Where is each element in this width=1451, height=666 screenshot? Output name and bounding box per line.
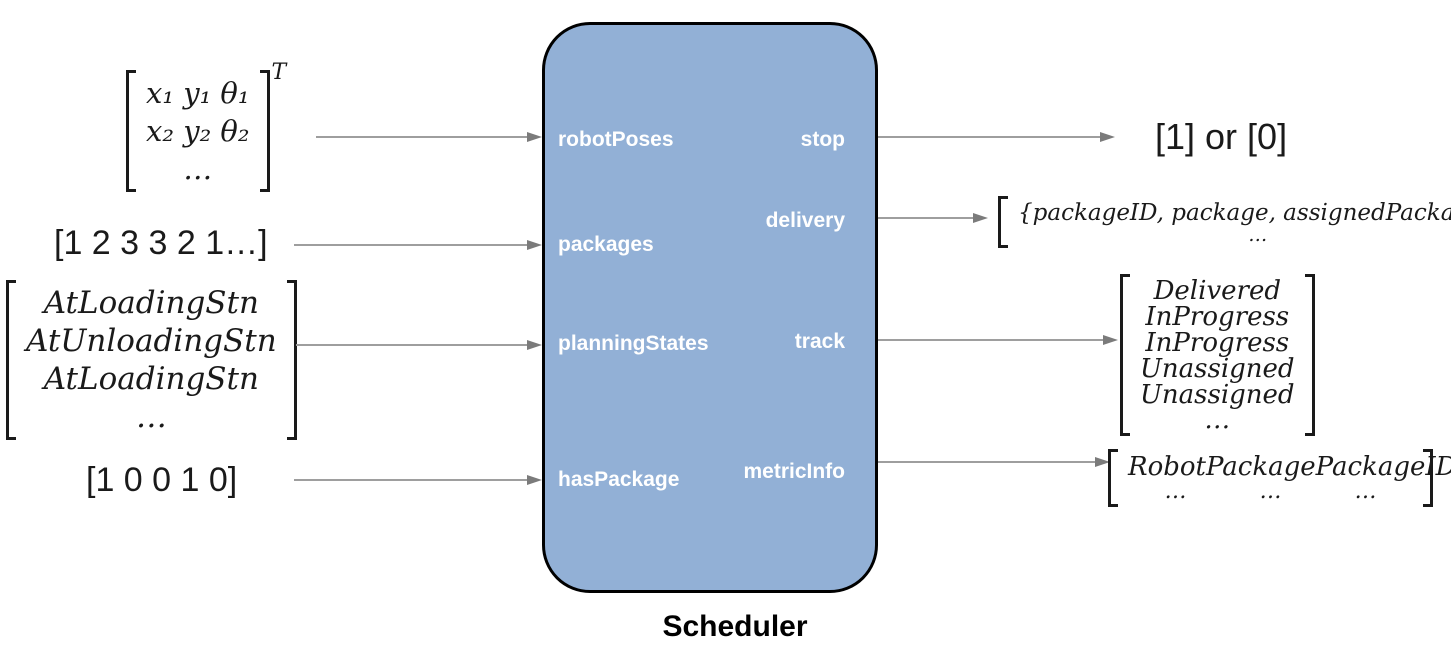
matrix-row: Delivered (1153, 276, 1281, 306)
arrow-head-icon (1100, 132, 1115, 142)
left-bracket (1108, 449, 1118, 507)
input-port-haspackage: hasPackage (558, 468, 680, 491)
arrow-track (878, 334, 1118, 346)
block-title: Scheduler (662, 610, 808, 643)
metric-info-matrix: Robot Package PackageID … … … (1108, 449, 1451, 507)
track-matrix: Delivered InProgress InProgress Unassign… (1120, 274, 1315, 436)
arrow-line (296, 344, 527, 346)
has-package-vector: [1 0 0 1 0] (86, 461, 238, 499)
left-bracket (6, 280, 16, 440)
arrow-robotposes (316, 131, 542, 143)
matrix-row: Unassigned (1140, 354, 1295, 384)
arrow-head-icon (527, 475, 542, 485)
matrix-cell: … (1354, 479, 1377, 504)
arrow-stop (878, 131, 1115, 143)
matrix-row: AtLoadingStn (43, 285, 259, 321)
input-port-packages: packages (558, 233, 654, 256)
matrix-row: … (1248, 224, 1268, 246)
arrow-haspackage (294, 474, 542, 486)
stop-value: [1] or [0] (1155, 116, 1288, 157)
left-bracket (126, 70, 136, 192)
matrix-row: {packageID, package, assignedPackage} (1018, 200, 1451, 226)
arrow-head-icon (527, 340, 542, 350)
output-port-stop: stop (800, 128, 845, 151)
matrix-row: InProgress (1145, 302, 1290, 332)
packages-vector: [1 2 3 3 2 1…] (54, 224, 268, 262)
output-port-delivery: delivery (765, 209, 845, 232)
robot-poses-matrix: x₁ y₁ θ₁ x₂ y₂ θ₂ … T (126, 60, 286, 192)
matrix-row: x₁ y₁ θ₁ (146, 76, 250, 110)
arrow-metricinfo (878, 456, 1110, 468)
right-bracket (286, 280, 297, 440)
output-port-metricinfo: metricInfo (743, 460, 845, 483)
input-port-robotposes: robotPoses (558, 128, 674, 151)
arrow-packages (294, 239, 542, 251)
arrow-head-icon (1095, 457, 1110, 467)
arrow-line (294, 244, 527, 246)
arrow-delivery (878, 212, 988, 224)
arrow-head-icon (973, 213, 988, 223)
input-port-planningstates: planningStates (558, 332, 709, 355)
matrix-row: Robot Package PackageID (1128, 452, 1451, 482)
transpose-superscript: T (271, 60, 287, 85)
arrow-head-icon (527, 132, 542, 142)
right-bracket (1304, 274, 1315, 436)
matrix-row: … (183, 152, 213, 186)
output-port-track: track (794, 330, 845, 353)
matrix-row: … … … (1128, 481, 1413, 503)
right-bracket (1423, 449, 1433, 507)
left-bracket (998, 196, 1008, 248)
matrix-row: AtUnloadingStn (26, 323, 277, 359)
arrow-line (878, 339, 1103, 341)
matrix-cell: … (1164, 479, 1187, 504)
matrix-cell: PackageID (1315, 452, 1451, 482)
arrow-line (316, 136, 527, 138)
arrow-line (878, 217, 973, 219)
matrix-row: Unassigned (1140, 380, 1295, 410)
planning-states-matrix: AtLoadingStn AtUnloadingStn AtLoadingStn… (6, 280, 297, 440)
matrix-row: … (1204, 405, 1231, 435)
arrow-planningstates (296, 339, 542, 351)
matrix-row: InProgress (1145, 328, 1290, 358)
matrix-row: x₂ y₂ θ₂ (146, 114, 250, 148)
arrow-head-icon (527, 240, 542, 250)
arrow-head-icon (1103, 335, 1118, 345)
delivery-struct-matrix: {packageID, package, assignedPackage} … (998, 196, 1451, 248)
arrow-line (878, 136, 1100, 138)
scheduler-block: robotPoses packages planningStates hasPa… (542, 22, 878, 593)
right-bracket (259, 70, 270, 192)
matrix-row: … (135, 399, 167, 435)
matrix-cell: Package (1205, 452, 1316, 482)
matrix-cell: Robot (1128, 452, 1206, 482)
arrow-line (878, 461, 1095, 463)
left-bracket (1120, 274, 1130, 436)
matrix-cell: … (1259, 479, 1282, 504)
matrix-row: AtLoadingStn (43, 361, 259, 397)
arrow-line (294, 479, 527, 481)
